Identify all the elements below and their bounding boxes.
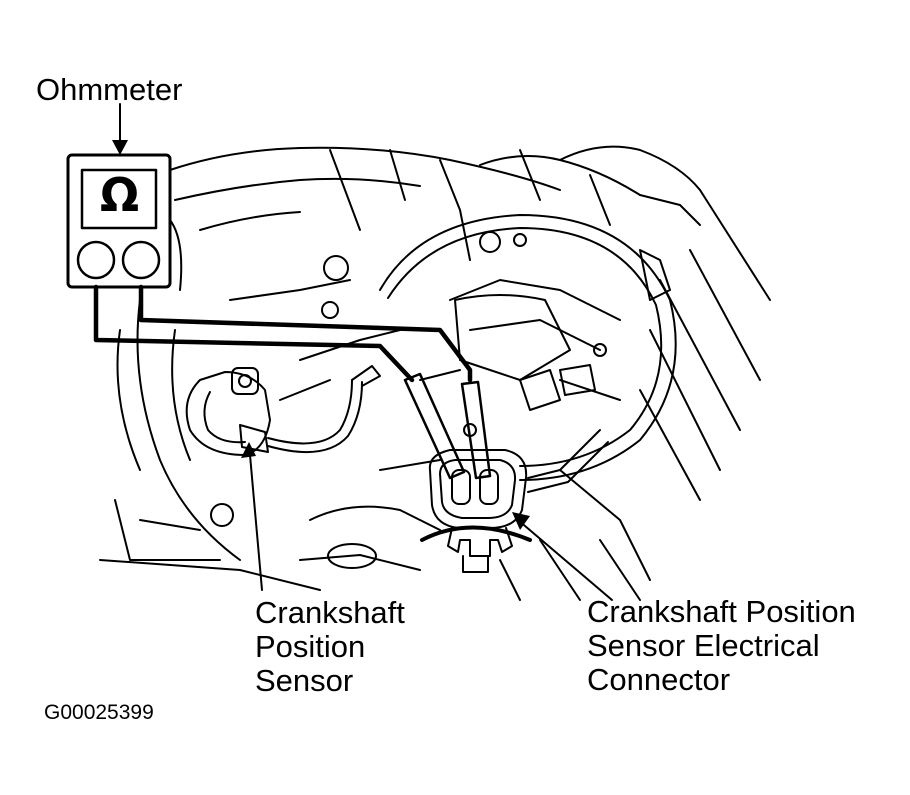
ohmmeter-label: Ohmmeter <box>36 72 183 107</box>
label-leaders <box>119 103 613 601</box>
sensor-arrowhead <box>241 442 256 458</box>
engine-block-background <box>99 145 771 601</box>
ckp-electrical-connector <box>420 429 609 573</box>
ckp-connector-label-line-1: Crankshaft Position <box>587 594 856 629</box>
ckp-sensor-label-line-1: Crankshaft <box>255 595 405 630</box>
figure-code: G00025399 <box>44 701 154 724</box>
ohmmeter-test-leads <box>93 284 492 480</box>
ckp-connector-label-line-2: Sensor Electrical <box>587 628 820 663</box>
ckp-connector-label-line-3: Connector <box>587 662 731 697</box>
connector-arrowhead <box>512 512 530 530</box>
ckp-sensor-label-line-3: Sensor <box>255 663 354 698</box>
ohmmeter-arrowhead <box>112 140 128 155</box>
ohm-symbol: Ω <box>100 168 140 222</box>
crankshaft-position-sensor <box>185 365 381 456</box>
wire-harness-loop <box>379 214 677 481</box>
ckp-sensor-label-line-2: Position <box>255 629 366 664</box>
ohmmeter-device <box>66 153 183 291</box>
